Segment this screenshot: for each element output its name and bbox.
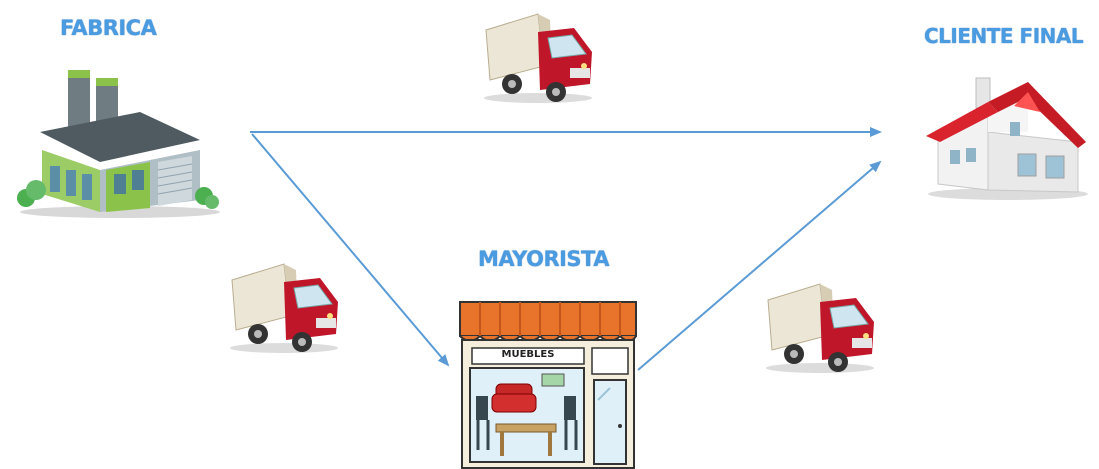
furniture-store-icon bbox=[459, 301, 637, 469]
arrow-mayorista-to-cliente bbox=[637, 160, 882, 371]
factory-icon bbox=[17, 70, 220, 218]
truck-icon bbox=[484, 13, 592, 103]
house-icon bbox=[926, 77, 1088, 200]
arrow-fabrica-to-mayorista bbox=[251, 133, 450, 367]
truck-icon bbox=[766, 283, 874, 373]
label-mayorista: MAYORISTA bbox=[478, 247, 610, 271]
store-sign: MUEBLES bbox=[501, 349, 555, 360]
label-cliente-final: CLIENTE FINAL bbox=[924, 24, 1084, 48]
truck-icon bbox=[230, 263, 338, 353]
label-fabrica: FABRICA bbox=[60, 16, 157, 40]
